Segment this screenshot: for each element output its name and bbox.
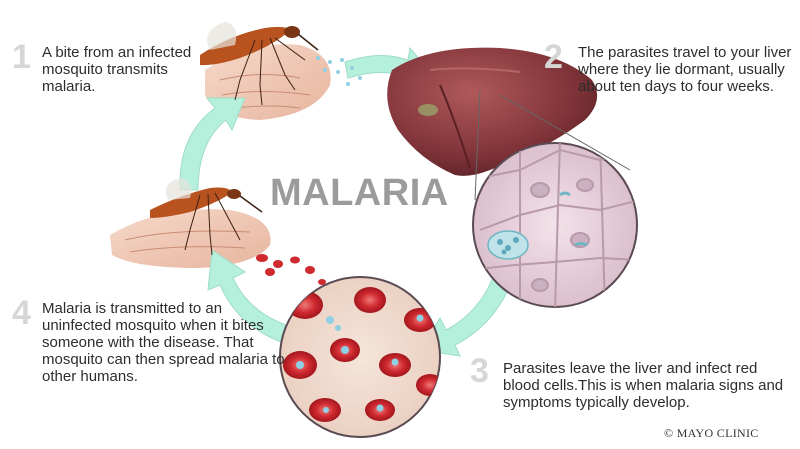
mosquito-bottom [150, 178, 263, 256]
step-text: Parasites leave the liver and infect red… [503, 360, 784, 411]
mosquito-top [200, 22, 319, 106]
copyright-credit: © MAYO CLINIC [664, 426, 759, 440]
diagram-title: MALARIA [270, 172, 449, 214]
step-text: A bite from an infected mosquito transmi… [42, 44, 192, 95]
blood-drops [256, 254, 326, 285]
blood-cells-zoom [279, 276, 441, 438]
zoom-line [499, 94, 631, 171]
arrow-3-to-4 [207, 249, 296, 346]
step-number: 1 [12, 38, 31, 76]
step-text: The parasites travel to your liver where… [578, 44, 792, 95]
zoom-line [474, 89, 481, 201]
parasite-dots [316, 56, 362, 86]
step-text: Malaria is transmitted to an uninfected … [42, 300, 285, 385]
arrow-4-to-1 [179, 97, 246, 191]
step-number: 4 [12, 294, 31, 332]
liver-tissue-zoom [472, 142, 638, 308]
step-number: 3 [470, 352, 489, 390]
skin-patch-bottom [110, 209, 271, 268]
step-number: 2 [544, 38, 563, 76]
